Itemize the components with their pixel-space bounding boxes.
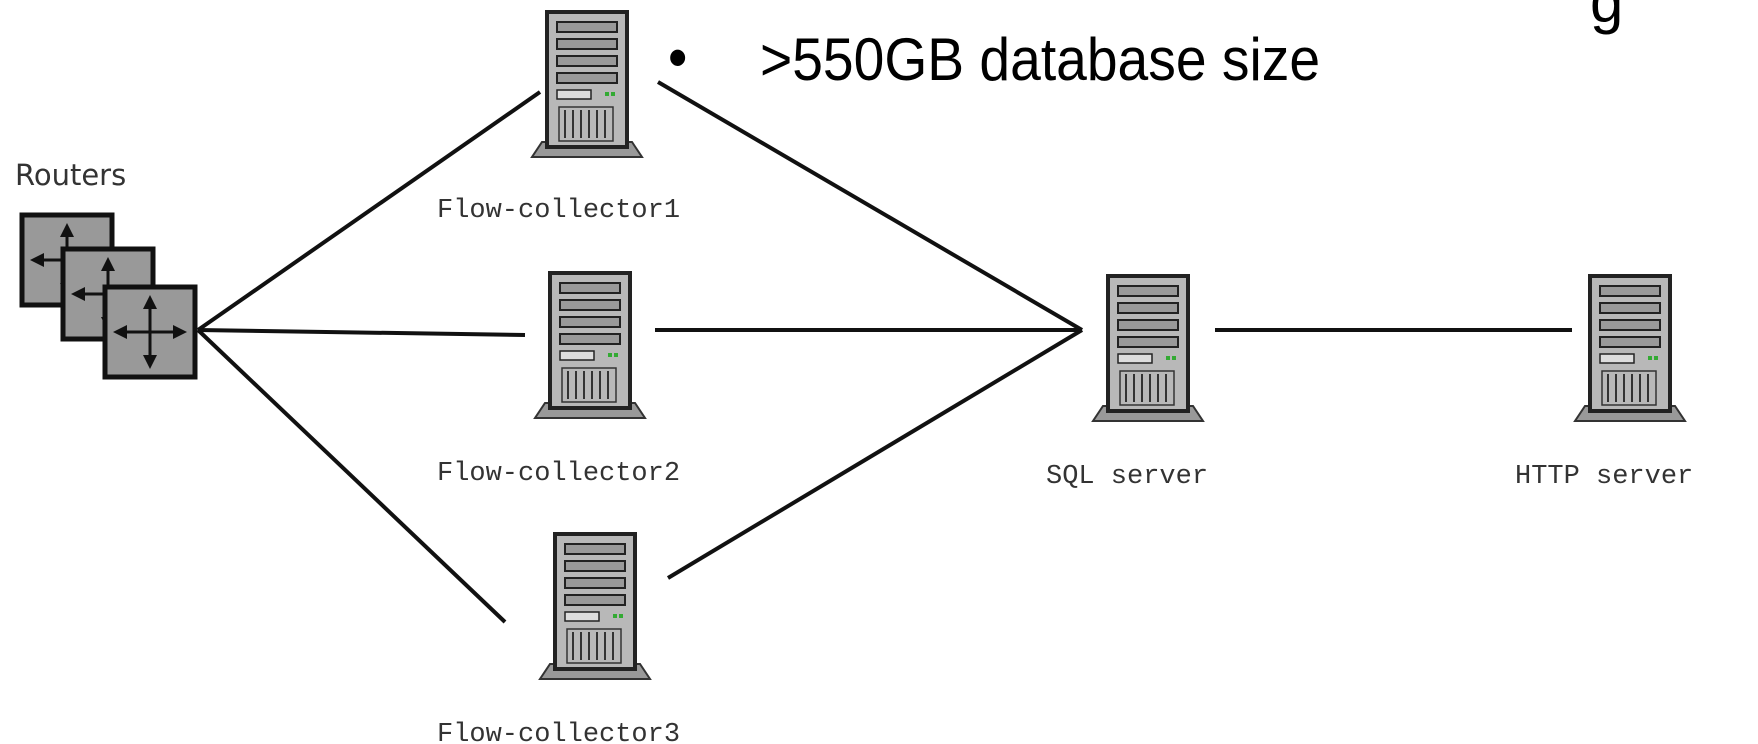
bullet-text: >550GB database size — [760, 26, 1321, 93]
server-icon — [533, 271, 647, 420]
server-icon — [1573, 274, 1687, 423]
sql-server-label: SQL server — [1046, 462, 1208, 492]
server-icon — [1091, 274, 1205, 423]
server-icon — [538, 532, 652, 681]
link-collector3-sql — [666, 328, 1084, 580]
http-server-label: HTTP server — [1515, 462, 1693, 492]
link-routers-collector2 — [197, 328, 526, 337]
flow-collector3-label: Flow-collector3 — [437, 720, 680, 744]
bullet-item: • >550GB database size — [668, 28, 1320, 90]
node-sql-server: SQL server — [1046, 274, 1208, 492]
node-flow-collector2: Flow-collector2 — [437, 271, 680, 489]
routers-group: Routers — [15, 158, 195, 377]
bullet-dot: • — [668, 24, 688, 91]
node-http-server: HTTP server — [1515, 274, 1693, 492]
flow-collector2-label: Flow-collector2 — [437, 459, 680, 489]
server-icon — [530, 10, 644, 159]
connection-lines — [196, 80, 1572, 624]
link-collector1-sql — [656, 80, 1084, 332]
routers-label: Routers — [15, 158, 126, 192]
link-routers-collector1 — [196, 90, 542, 332]
flow-collector1-label: Flow-collector1 — [437, 196, 680, 226]
cropped-heading-glyph: g — [1590, 0, 1624, 35]
link-routers-collector3 — [196, 328, 507, 624]
node-flow-collector1: Flow-collector1 — [437, 10, 680, 226]
node-flow-collector3: Flow-collector3 — [437, 532, 680, 744]
router-icon — [105, 287, 195, 377]
